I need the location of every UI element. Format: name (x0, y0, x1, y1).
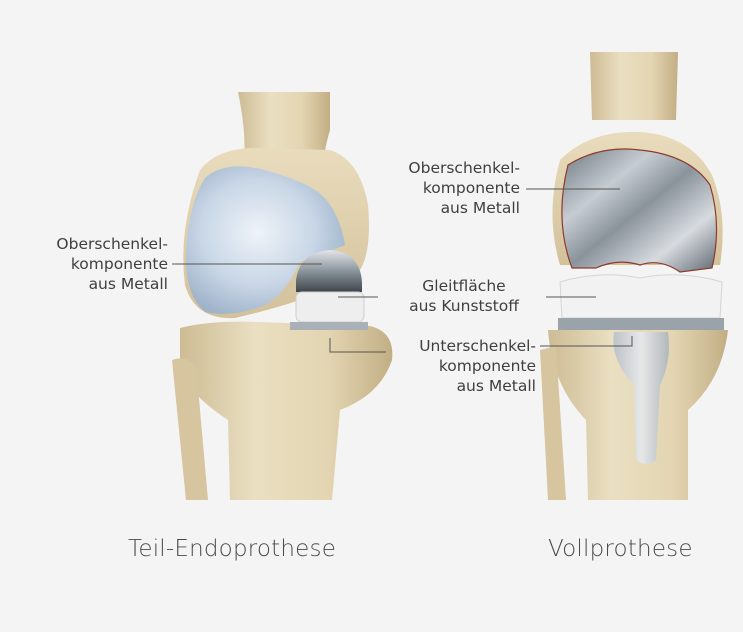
label-line: aus Kunststoff (384, 296, 544, 316)
left-tibia (180, 322, 392, 500)
label-line: aus Metall (386, 376, 536, 396)
label-line: Oberschenkel- (18, 234, 168, 254)
right-plastic-insert (560, 275, 722, 318)
label-line: komponente (386, 356, 536, 376)
label-line: komponente (360, 178, 520, 198)
label-line: Unterschenkel- (386, 336, 536, 356)
label-gliding-surface: Gleitfläche aus Kunststoff (384, 276, 544, 316)
caption-partial: Teil-Endoprothese (128, 536, 336, 562)
label-line: aus Metall (360, 198, 520, 218)
caption-full: Vollprothese (548, 536, 693, 562)
label-line: komponente (18, 254, 168, 274)
right-femur-shaft (590, 52, 678, 120)
right-tibial-tray (558, 318, 724, 330)
label-tibial: Unterschenkel- komponente aus Metall (386, 336, 536, 396)
label-partial-femoral: Oberschenkel- komponente aus Metall (18, 234, 168, 294)
label-line: Oberschenkel- (360, 158, 520, 178)
label-line: Gleitfläche (384, 276, 544, 296)
right-metal-femoral (562, 149, 717, 272)
left-tibial-tray (290, 322, 368, 330)
label-full-femoral: Oberschenkel- komponente aus Metall (360, 158, 520, 218)
full-knee (540, 52, 728, 500)
label-line: aus Metall (18, 274, 168, 294)
partial-knee (172, 92, 392, 500)
